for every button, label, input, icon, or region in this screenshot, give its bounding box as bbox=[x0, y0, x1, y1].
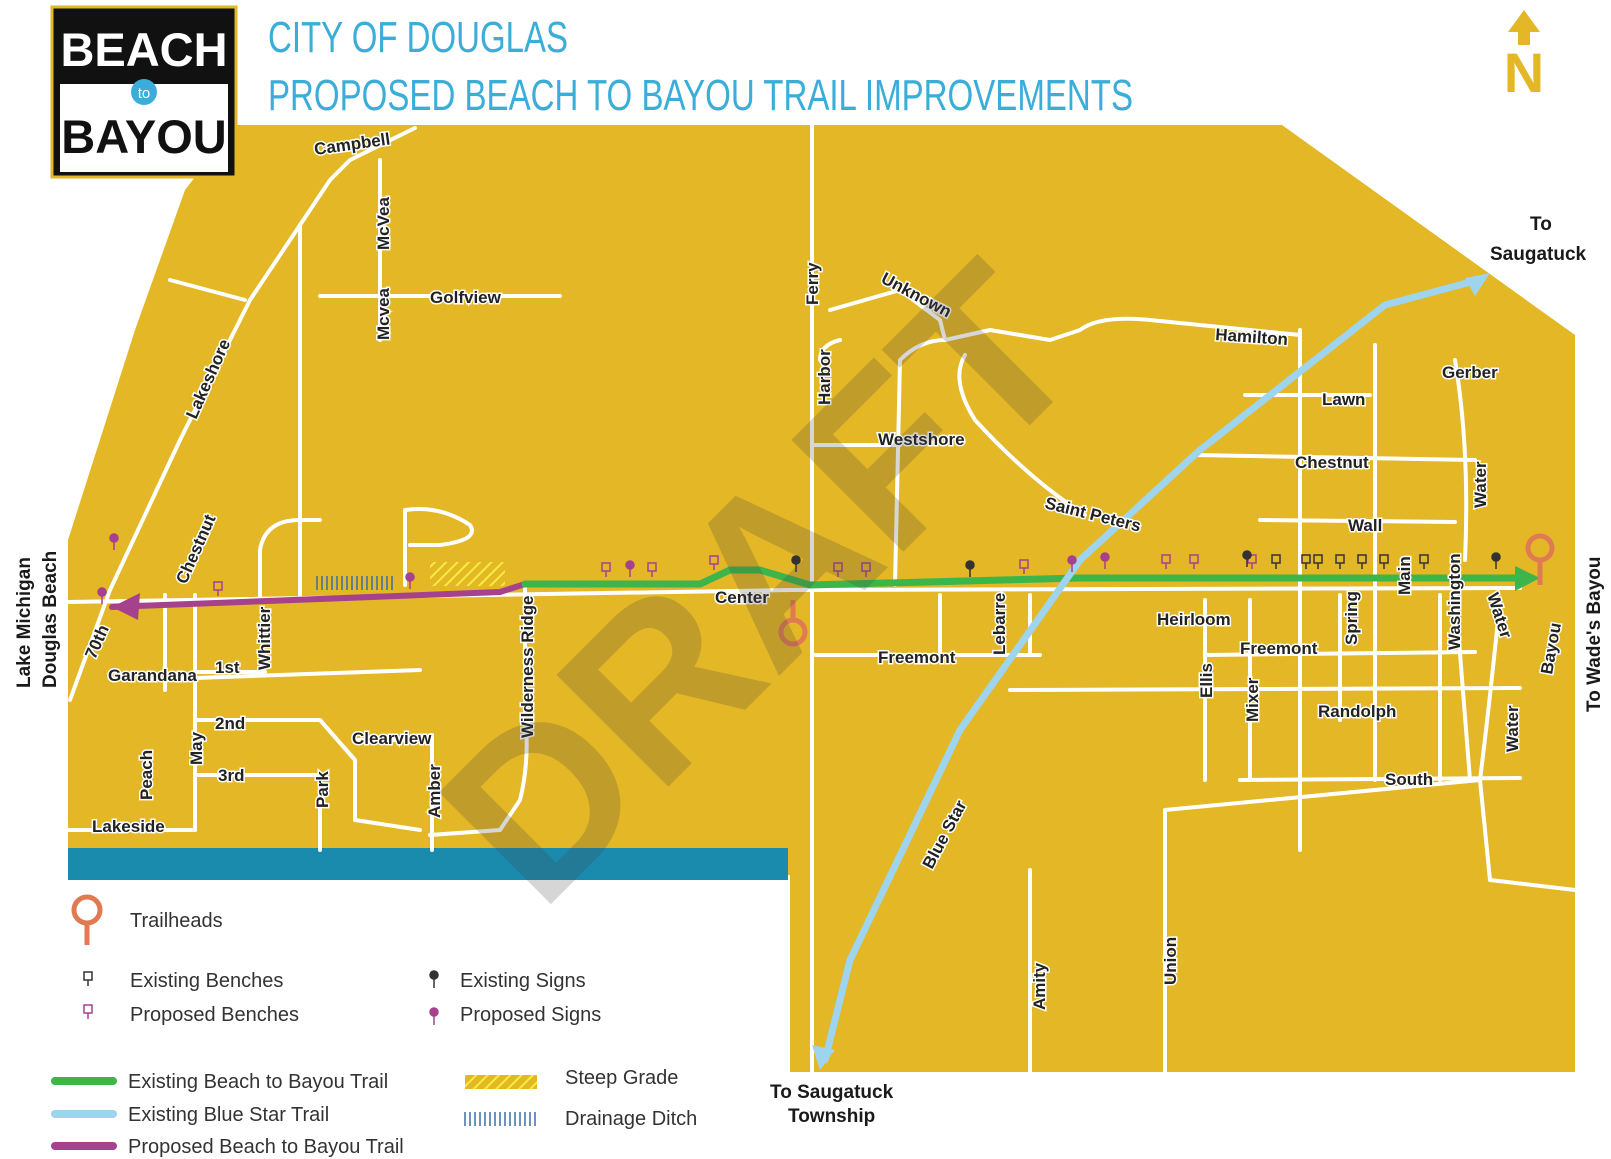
road-label: Chestnut bbox=[1295, 453, 1369, 472]
road-label: Mixer bbox=[1243, 677, 1262, 722]
road-label: Wall bbox=[1348, 516, 1382, 535]
road-label: McVea bbox=[374, 197, 393, 250]
road-label: Heirloom bbox=[1157, 610, 1231, 629]
svg-text:to: to bbox=[138, 85, 151, 102]
road-label: Whittier bbox=[255, 606, 274, 670]
svg-text:BAYOU: BAYOU bbox=[61, 110, 226, 163]
trailhead-marker-east bbox=[1525, 533, 1555, 585]
road-label: Lebarre bbox=[990, 593, 1009, 655]
beach-to-bayou-logo: BEACH to BAYOU bbox=[50, 5, 238, 179]
road-label: Randolph bbox=[1318, 702, 1396, 721]
road-label: Water bbox=[1503, 705, 1522, 752]
title-line-2: PROPOSED BEACH TO BAYOU TRAIL IMPROVEMEN… bbox=[268, 71, 1133, 120]
destination-label: Lake Michigan bbox=[14, 557, 35, 688]
road-label: Washington bbox=[1445, 553, 1464, 650]
legend-label: Proposed Benches bbox=[130, 1004, 299, 1026]
proposed-sign-icon bbox=[429, 1007, 439, 1025]
legend-label: Steep Grade bbox=[565, 1067, 678, 1089]
road-label: Harbor bbox=[815, 349, 834, 405]
svg-text:N: N bbox=[1504, 41, 1544, 104]
drainage-ditch-swatch bbox=[464, 1112, 536, 1126]
legend-label: Trailheads bbox=[130, 910, 223, 932]
destination-label: Douglas Beach bbox=[40, 551, 61, 688]
road-label: Spring bbox=[1342, 591, 1361, 645]
existing-trail-line bbox=[521, 566, 1524, 589]
existing-bench-icon bbox=[83, 971, 93, 986]
road-label: Freemont bbox=[878, 648, 956, 667]
legend-label: Drainage Ditch bbox=[565, 1108, 697, 1130]
svg-text:BEACH: BEACH bbox=[60, 23, 227, 76]
legend-label: Proposed Beach to Bayou Trail bbox=[128, 1136, 404, 1158]
bench-markers bbox=[213, 554, 1429, 596]
blue-star-trail-arrow-north bbox=[1465, 273, 1490, 296]
road-label: Clearview bbox=[352, 729, 432, 748]
destination-label: To Wade's Bayou bbox=[1584, 557, 1605, 712]
destination-label: To bbox=[1530, 214, 1552, 235]
proposed-trail-line bbox=[109, 581, 528, 610]
steep-grade-area bbox=[430, 562, 505, 586]
road-label: Westshore bbox=[878, 430, 965, 449]
destination-label: Township bbox=[788, 1106, 875, 1127]
road-label: May bbox=[187, 731, 206, 765]
title-line-1: CITY OF DOUGLAS bbox=[268, 13, 568, 62]
road-label: Ellis bbox=[1197, 663, 1216, 698]
road-label: Center bbox=[715, 588, 769, 607]
proposed-bench-icon bbox=[83, 1004, 93, 1019]
legend-label: Existing Beach to Bayou Trail bbox=[128, 1071, 388, 1093]
road-label: Water bbox=[1471, 461, 1490, 508]
road-label: South bbox=[1385, 770, 1433, 789]
blue-star-trail-arrow-south bbox=[812, 1045, 835, 1070]
road-label: Golfview bbox=[430, 288, 502, 307]
north-arrow-icon: N bbox=[1504, 10, 1544, 104]
road-label: Freemont bbox=[1240, 639, 1318, 658]
blue-star-trail-line bbox=[821, 276, 1482, 1064]
road-label: Lawn bbox=[1322, 390, 1365, 409]
road-label: Peach bbox=[137, 750, 156, 800]
map-legend: Trailheads Existing Benches Proposed Ben… bbox=[51, 894, 697, 1158]
road-label: Park bbox=[313, 771, 332, 808]
road-network bbox=[66, 123, 1577, 1074]
drainage-ditch bbox=[316, 576, 393, 590]
trailhead-legend-icon bbox=[71, 894, 103, 945]
legend-label: Existing Blue Star Trail bbox=[128, 1104, 329, 1126]
legend-label: Proposed Signs bbox=[460, 1004, 601, 1026]
proposed-trail-arrow bbox=[112, 593, 140, 620]
existing-sign-icon bbox=[429, 970, 439, 988]
road-label: 2nd bbox=[215, 714, 245, 733]
road-label: Garandana bbox=[108, 666, 197, 685]
road-label: Lakeside bbox=[92, 817, 165, 836]
road-label: Amber bbox=[425, 764, 444, 818]
trailhead-marker-center bbox=[778, 600, 808, 647]
road-label: Ferry bbox=[803, 262, 822, 305]
road-label: Mcvea bbox=[374, 287, 393, 340]
road-label: Amity bbox=[1030, 962, 1049, 1010]
legend-label: Existing Benches bbox=[130, 970, 283, 992]
existing-trail-arrow bbox=[1515, 566, 1540, 591]
road-label: Main bbox=[1395, 556, 1414, 595]
road-label: Gerber bbox=[1442, 363, 1498, 382]
road-label: Wilderness Ridge bbox=[518, 596, 537, 739]
sign-markers bbox=[97, 533, 1501, 604]
steep-grade-swatch bbox=[465, 1075, 537, 1089]
road-label: Union bbox=[1161, 937, 1180, 985]
destination-label: Saugatuck bbox=[1490, 244, 1587, 265]
road-label: 1st bbox=[215, 658, 240, 677]
destination-label: To Saugatuck bbox=[770, 1082, 894, 1103]
lake-strip bbox=[68, 848, 788, 880]
legend-label: Existing Signs bbox=[460, 970, 586, 992]
road-label: 3rd bbox=[218, 766, 244, 785]
